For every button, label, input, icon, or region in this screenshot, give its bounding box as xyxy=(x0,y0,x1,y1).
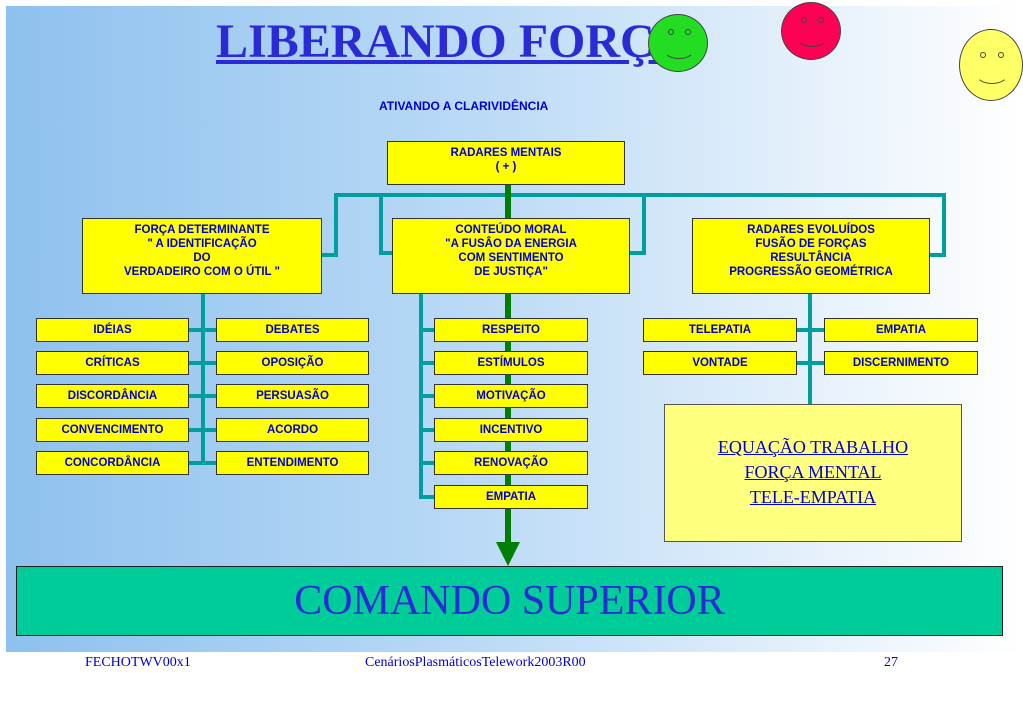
item-box: ESTÍMULOS xyxy=(434,351,588,375)
item-box: INCENTIVO xyxy=(434,418,588,442)
command-box: COMANDO SUPERIOR xyxy=(16,566,1003,636)
item-box: DISCERNIMENTO xyxy=(824,351,978,375)
item-box: CRÍTICAS xyxy=(36,351,189,375)
down-arrow-icon xyxy=(496,542,520,566)
item-box: ACORDO xyxy=(216,418,369,442)
item-box: RESPEITO xyxy=(434,318,588,342)
item-box: CONVENCIMENTO xyxy=(36,418,189,442)
result-box: EQUAÇÃO TRABALHO FORÇA MENTAL TELE-EMPAT… xyxy=(664,404,962,542)
item-box: TELEPATIA xyxy=(643,318,797,342)
footer-page-number: 27 xyxy=(884,655,898,670)
footer-center: CenáriosPlasmáticosTelework2003R00 xyxy=(365,655,586,670)
branch-box-forca-determinante: FORÇA DETERMINANTE " A IDENTIFICAÇÃO DO … xyxy=(82,218,322,294)
item-box: ENTENDIMENTO xyxy=(216,451,369,475)
result-line: FORÇA MENTAL xyxy=(744,462,882,482)
result-line: TELE-EMPATIA xyxy=(749,487,877,507)
item-box: MOTIVAÇÃO xyxy=(434,384,588,408)
item-box: RENOVAÇÃO xyxy=(434,451,588,475)
page-title: LIBERANDO FORÇA xyxy=(216,15,690,68)
item-box: VONTADE xyxy=(643,351,797,375)
item-box: IDÉIAS xyxy=(36,318,189,342)
item-box: PERSUASÃO xyxy=(216,384,369,408)
item-box: DEBATES xyxy=(216,318,369,342)
root-box: RADARES MENTAIS ( + ) xyxy=(387,141,625,185)
item-box: EMPATIA xyxy=(434,485,588,509)
branch-box-radares-evoluidos: RADARES EVOLUÍDOS FUSÃO DE FORÇAS RESULT… xyxy=(692,218,930,294)
smiley-red-icon xyxy=(781,2,841,60)
branch-box-conteudo-moral: CONTEÚDO MORAL "A FUSÂO DA ENERGIA COM S… xyxy=(392,218,630,294)
smiley-green-icon xyxy=(648,14,708,72)
smiley-yellow-icon xyxy=(959,29,1023,101)
subtitle: ATIVANDO A CLARIVIDÊNCIA xyxy=(379,99,549,113)
footer-left: FECHOTWV00x1 xyxy=(85,655,191,670)
item-box: EMPATIA xyxy=(824,318,978,342)
item-box: CONCORDÂNCIA xyxy=(36,451,189,475)
result-line: EQUAÇÃO TRABALHO xyxy=(717,437,909,457)
item-box: DISCORDÂNCIA xyxy=(36,384,189,408)
item-box: OPOSIÇÃO xyxy=(216,351,369,375)
